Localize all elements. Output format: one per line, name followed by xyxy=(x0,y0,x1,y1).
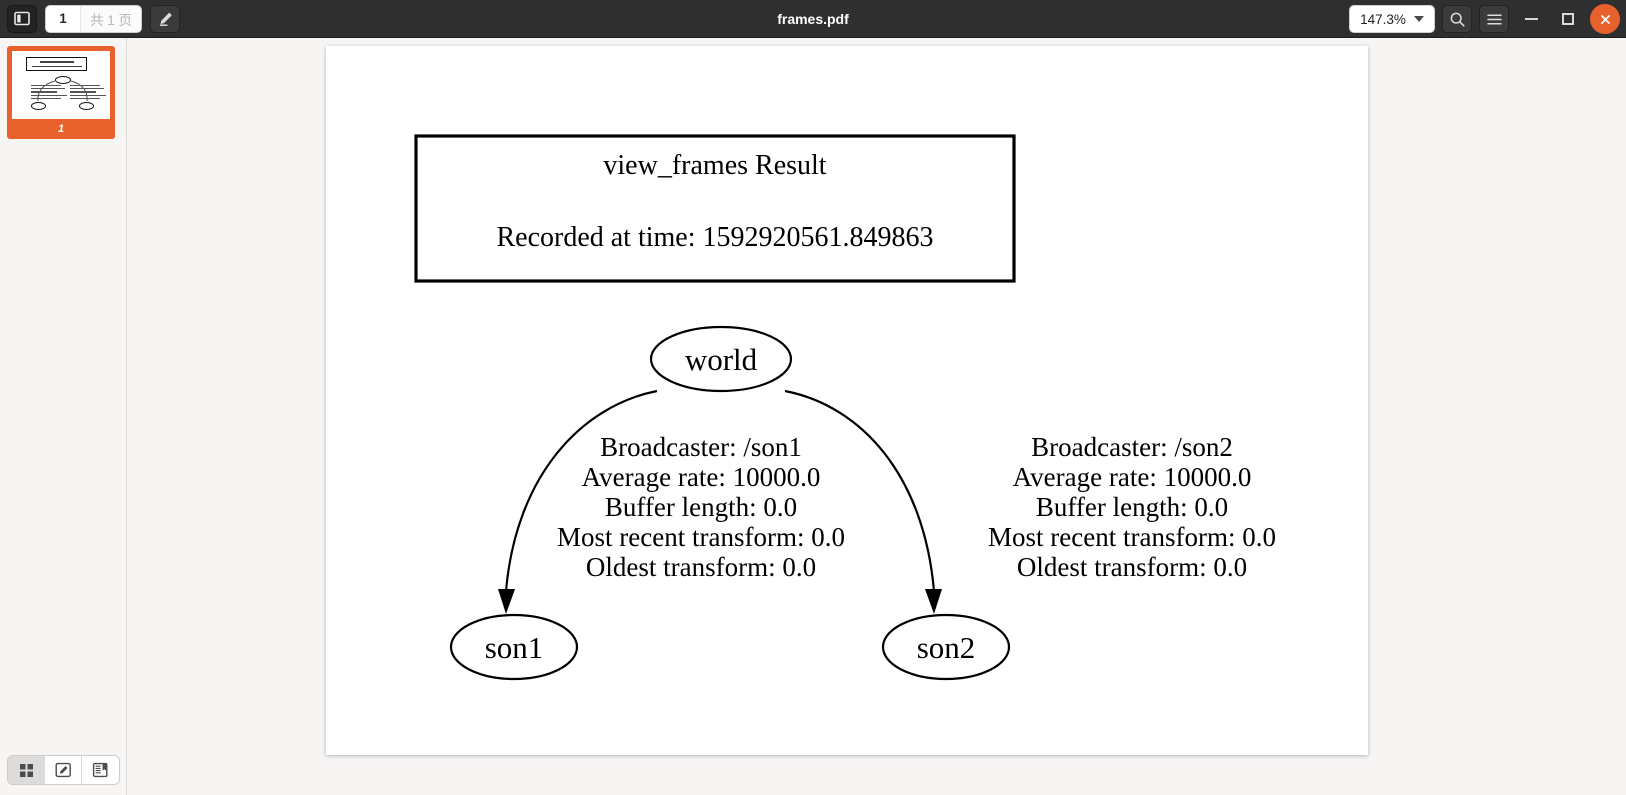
page-total-label: 共 1 页 xyxy=(80,5,142,32)
sidebar-tools xyxy=(7,755,120,785)
chevron-down-icon xyxy=(1413,16,1424,22)
bookmark-book-icon xyxy=(92,762,108,778)
frames-graph: view_frames Result Recorded at time: 159… xyxy=(414,134,1276,681)
header-recorded-time: Recorded at time: 1592920561.849863 xyxy=(496,222,933,253)
edge-label-son1-line-4: Oldest transform: 0.0 xyxy=(586,552,816,582)
maximize-icon xyxy=(1562,13,1574,25)
main-menu-button[interactable] xyxy=(1479,5,1509,33)
edge-label-son2: Broadcaster: /son2 Average rate: 10000.0… xyxy=(988,432,1276,582)
edge-label-son2-line-0: Broadcaster: /son2 xyxy=(1031,432,1233,462)
thumbnail-header-box xyxy=(26,57,87,71)
thumbnail-node-world xyxy=(55,76,71,84)
zoom-level-dropdown[interactable]: 147.3% xyxy=(1349,5,1435,33)
thumbnail-preview xyxy=(12,51,110,119)
node-son1 xyxy=(449,613,579,681)
page-number-field[interactable]: 1 共 1 页 xyxy=(45,4,143,33)
close-icon xyxy=(1600,14,1610,24)
sidebar-tool-outline[interactable] xyxy=(82,756,119,784)
thumbnail-page-label: 1 xyxy=(57,123,65,135)
minimize-button[interactable] xyxy=(1516,4,1546,34)
edge-label-son2-line-4: Oldest transform: 0.0 xyxy=(1017,552,1247,582)
search-icon xyxy=(1450,12,1465,27)
edge-world-son2-arrowhead xyxy=(925,589,942,614)
maximize-button[interactable] xyxy=(1553,4,1583,34)
header-title: view_frames Result xyxy=(603,150,826,181)
minimize-icon xyxy=(1524,18,1538,20)
edge-label-son2-line-1: Average rate: 10000.0 xyxy=(1013,462,1252,492)
sidebar-toggle-button[interactable] xyxy=(7,4,37,33)
thumbnail-label-left xyxy=(31,85,67,101)
toolbar-right-group: 147.3% xyxy=(1349,0,1620,38)
node-son1-label: son1 xyxy=(485,630,544,665)
page-number-input[interactable]: 1 xyxy=(46,5,80,32)
edge-label-son1: Broadcaster: /son1 Average rate: 10000.0… xyxy=(557,432,845,582)
sidebar-tool-annotations[interactable] xyxy=(45,756,82,784)
annotate-button[interactable] xyxy=(150,4,181,33)
zoom-level-value: 147.3% xyxy=(1360,11,1406,27)
edge-label-son1-line-1: Average rate: 10000.0 xyxy=(582,462,821,492)
sidebar-toggle-icon xyxy=(14,11,30,26)
edge-world-son1 xyxy=(504,389,658,592)
grid-icon xyxy=(19,763,33,777)
edge-label-son1-line-0: Broadcaster: /son1 xyxy=(600,432,802,462)
node-world-label: world xyxy=(685,342,758,377)
edge-world-son1-arrowhead xyxy=(498,589,515,614)
pdf-page-1: view_frames Result Recorded at time: 159… xyxy=(326,46,1368,755)
pencil-icon xyxy=(159,12,172,26)
thumbnail-item-1[interactable]: 1 xyxy=(7,46,115,139)
edge-world-son2 xyxy=(784,389,936,592)
edge-label-son2-line-3: Most recent transform: 0.0 xyxy=(988,522,1276,552)
toolbar-left-group: 1 共 1 页 xyxy=(0,4,181,33)
thumbnail-node-son1 xyxy=(31,102,46,110)
node-son2 xyxy=(881,613,1011,681)
node-son2-label: son2 xyxy=(917,630,976,665)
search-button[interactable] xyxy=(1442,5,1472,33)
header-box xyxy=(414,134,1016,283)
pencil-square-icon xyxy=(55,762,71,778)
sidebar: 1 xyxy=(0,38,127,795)
edge-label-son1-line-3: Most recent transform: 0.0 xyxy=(557,522,845,552)
title-bar: 1 共 1 页 frames.pdf 147.3% xyxy=(0,0,1626,38)
node-world xyxy=(649,325,793,393)
thumbnail-node-son2 xyxy=(79,102,94,110)
sidebar-tool-thumbnails[interactable] xyxy=(8,756,45,784)
thumbnail-label-right xyxy=(70,85,106,101)
hamburger-menu-icon xyxy=(1486,13,1502,25)
document-view[interactable]: view_frames Result Recorded at time: 159… xyxy=(128,38,1626,795)
close-button[interactable] xyxy=(1590,4,1620,34)
edge-label-son1-line-2: Buffer length: 0.0 xyxy=(605,492,797,522)
edge-label-son2-line-2: Buffer length: 0.0 xyxy=(1036,492,1228,522)
